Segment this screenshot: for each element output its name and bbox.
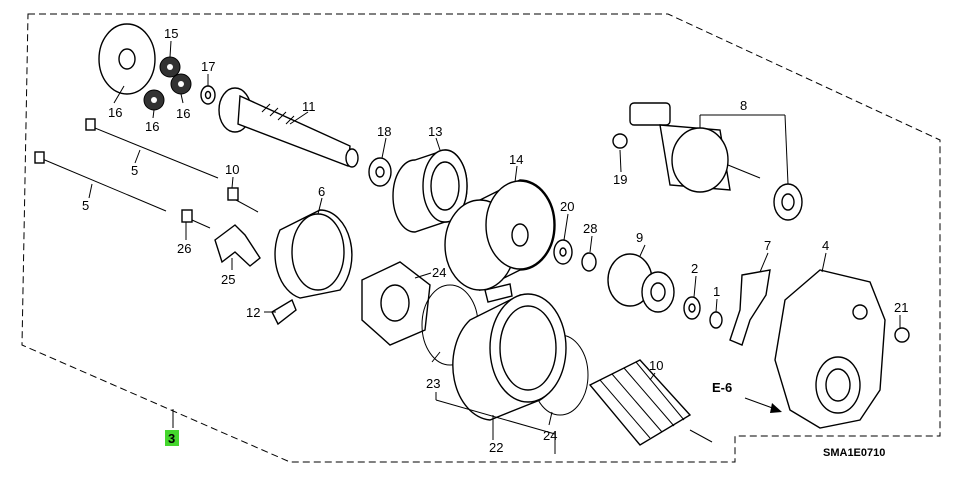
- thrust-washer-drawing: [368, 157, 392, 187]
- callout-7: 7: [764, 238, 771, 253]
- callout-13: 11: [302, 99, 316, 114]
- callout-21: 19: [613, 172, 627, 187]
- terminal-nut-drawing: [612, 133, 628, 149]
- callout-19: 17: [201, 59, 215, 74]
- reference-label: E-6: [712, 380, 732, 395]
- bracket-drawing: [214, 224, 261, 267]
- shift-lever-drawing: [729, 269, 771, 346]
- callout-20: 18: [377, 124, 391, 139]
- callout-10-armature: 10: [649, 358, 663, 373]
- callout-5-lower: 5: [82, 198, 89, 213]
- small-washer-drawing: [200, 85, 216, 105]
- callout-16-top: 15: [164, 26, 178, 41]
- bolt-drawing: [894, 327, 910, 343]
- callout-18: 16: [108, 105, 122, 120]
- washer-ring-drawings: [553, 239, 597, 272]
- callout-22: 20: [560, 199, 574, 214]
- screw-drawings: [181, 187, 259, 229]
- callout-14: 12: [246, 305, 260, 320]
- solenoid-drawing: [629, 102, 803, 221]
- callout-16-right: 16: [176, 106, 190, 121]
- callout-24-right: 24: [543, 428, 557, 443]
- callout-8: 8: [740, 98, 747, 113]
- assembly-number: 3: [168, 431, 175, 446]
- leader-lines: [88, 40, 901, 454]
- armature-drawing: [588, 359, 713, 446]
- end-frame-drawing: [274, 209, 353, 299]
- field-yoke-drawing: [452, 283, 567, 421]
- callout-16-left: 16: [145, 119, 159, 134]
- callout-2: 2: [691, 261, 698, 276]
- diagram-code: SMA1E0710: [823, 447, 885, 459]
- yoke-cover-drawing: [444, 179, 556, 292]
- internal-gear-drawing: [392, 149, 468, 233]
- callout-5-upper: 5: [131, 163, 138, 178]
- reference-arrow: [744, 397, 782, 413]
- clip-drawing: [271, 298, 297, 326]
- callout-11: 9: [636, 230, 643, 245]
- pinion-shaft-drawing: [218, 87, 359, 168]
- callout-24-left: 23: [426, 376, 440, 391]
- callout-15: 13: [428, 124, 442, 139]
- through-bolt-drawings: [34, 118, 219, 212]
- callout-17: 14: [509, 152, 523, 167]
- drive-housing-drawing: [774, 269, 886, 429]
- callout-25: 24: [432, 265, 446, 280]
- overrunning-clutch-drawing: [607, 253, 675, 313]
- callout-23: 21: [894, 300, 908, 315]
- callout-26: 25: [221, 272, 235, 287]
- callout-4: 4: [822, 238, 829, 253]
- assembly-number-highlight: [165, 430, 179, 446]
- callout-9: 22: [489, 440, 503, 455]
- callout-6: 6: [318, 184, 325, 199]
- brush-holder-drawing: [361, 261, 431, 346]
- assembly-boundary: [21, 13, 941, 463]
- callout-27: 26: [177, 241, 191, 256]
- callout-1: 1: [713, 284, 720, 299]
- bearing-drawings: [683, 296, 723, 329]
- callout-28: 28: [583, 221, 597, 236]
- washer-plate-drawing: [98, 23, 156, 95]
- callout-12: 10: [225, 162, 239, 177]
